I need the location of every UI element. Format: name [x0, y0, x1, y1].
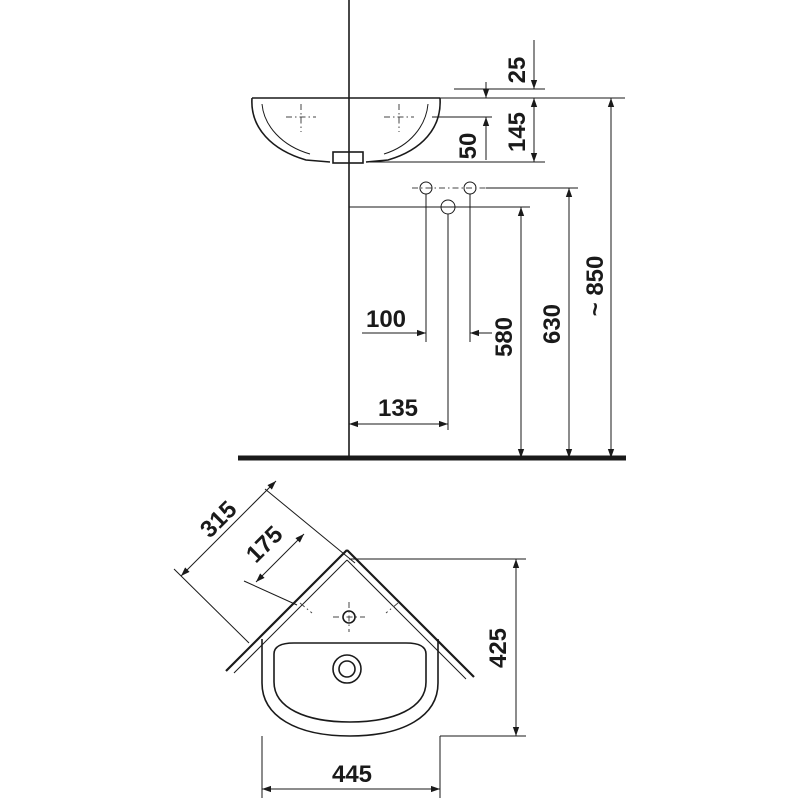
dim-tap-offset: 175 — [241, 521, 288, 568]
dim-overflow-offset: 50 — [455, 133, 482, 160]
dim-supply-height: 630 — [539, 304, 566, 344]
dim-side-length: 315 — [195, 496, 242, 543]
basin-profile — [251, 97, 441, 164]
dim-waste-offset: 135 — [378, 395, 418, 422]
dim-width: 445 — [332, 761, 372, 788]
dim-waste-height: 580 — [491, 317, 518, 357]
basin-outline — [261, 639, 439, 737]
supply-points — [412, 181, 486, 215]
drain-inner — [338, 660, 356, 678]
side-view: 25 145 50 100 580 630 ~ 850 135 — [238, 0, 626, 461]
corner-wall-left — [225, 549, 348, 672]
dim-basin-depth: 145 — [504, 112, 531, 152]
extension-lines — [349, 88, 625, 430]
plan-view: 315 175 425 445 — [173, 480, 526, 798]
dimension-lines — [349, 40, 615, 458]
dim-rim-height: ~ 850 — [582, 256, 609, 317]
drain-outer — [332, 654, 362, 684]
basin-bowl — [273, 642, 427, 723]
dim-projection: 425 — [485, 628, 512, 668]
dim-tap-spacing: 100 — [366, 306, 406, 333]
corner-wall-right — [346, 549, 475, 678]
dim-top-clearance: 25 — [504, 57, 531, 84]
waste-outlet — [332, 151, 364, 164]
